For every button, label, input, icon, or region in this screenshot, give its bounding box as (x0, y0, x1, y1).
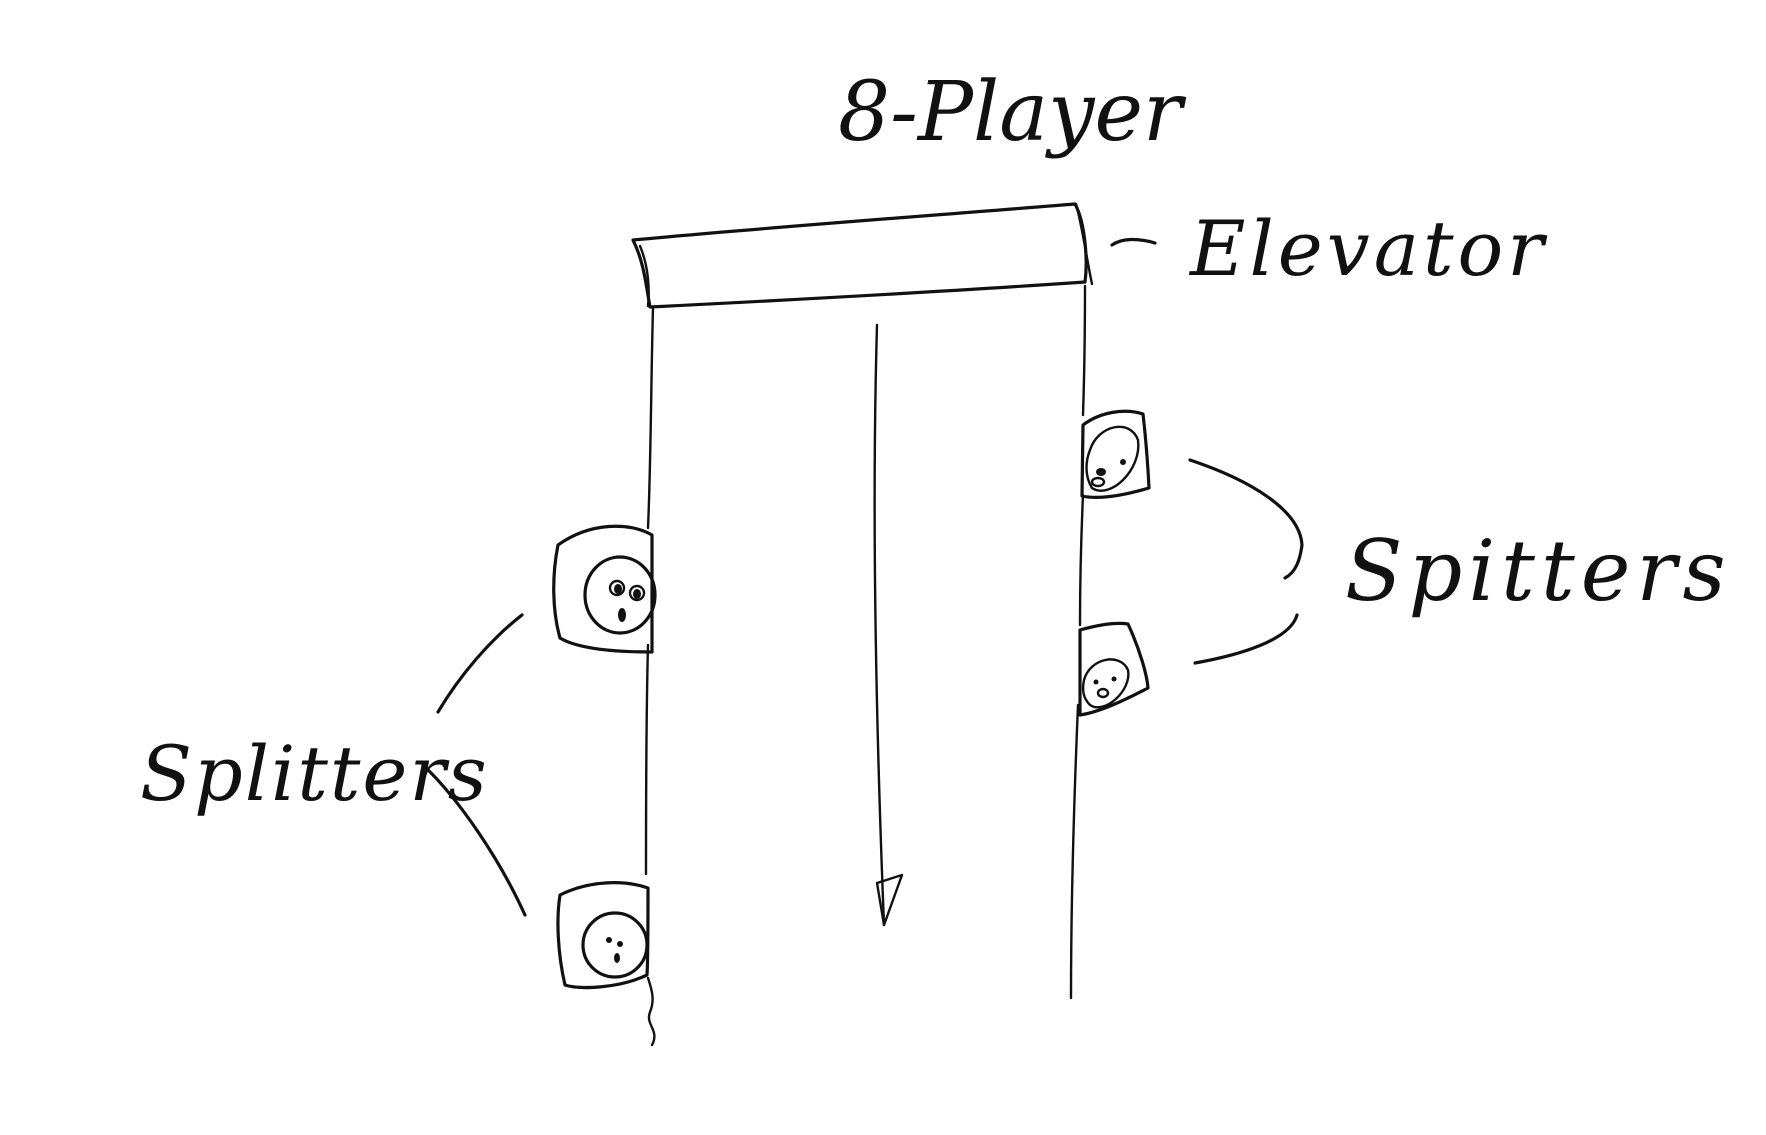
right-shaft-wall (1081, 284, 1087, 417)
right-shaft-wall-mid (1078, 493, 1085, 627)
spitter-right-top (1080, 409, 1151, 500)
spitter-left-bottom (556, 881, 656, 1047)
spitter-right-bottom (1078, 621, 1150, 717)
elevator-left-edge (638, 244, 650, 308)
elevator-pointer (1110, 237, 1157, 247)
spitters-right-bracket-lower (1193, 613, 1299, 665)
elevator-right-edge (1074, 202, 1094, 286)
spitter-left-top (552, 524, 657, 654)
left-shaft-wall (646, 306, 655, 530)
splitters-left-bracket-upper (436, 613, 524, 714)
drop-arrow-head (875, 873, 904, 927)
spitters-right-bracket (1188, 458, 1304, 580)
elevator-platform (631, 202, 1088, 309)
spitters-right-label: Spitters (1345, 522, 1732, 620)
right-shaft-wall-lower (1069, 703, 1080, 1000)
title-label: 8-Player (838, 65, 1187, 160)
elevator-label: Elevator (1188, 204, 1548, 293)
splitters-left-bracket-lower (421, 763, 527, 917)
splitters-left-label: Splitters (140, 729, 489, 818)
left-shaft-wall-lower (644, 643, 650, 876)
drop-arrow-line (873, 323, 886, 927)
